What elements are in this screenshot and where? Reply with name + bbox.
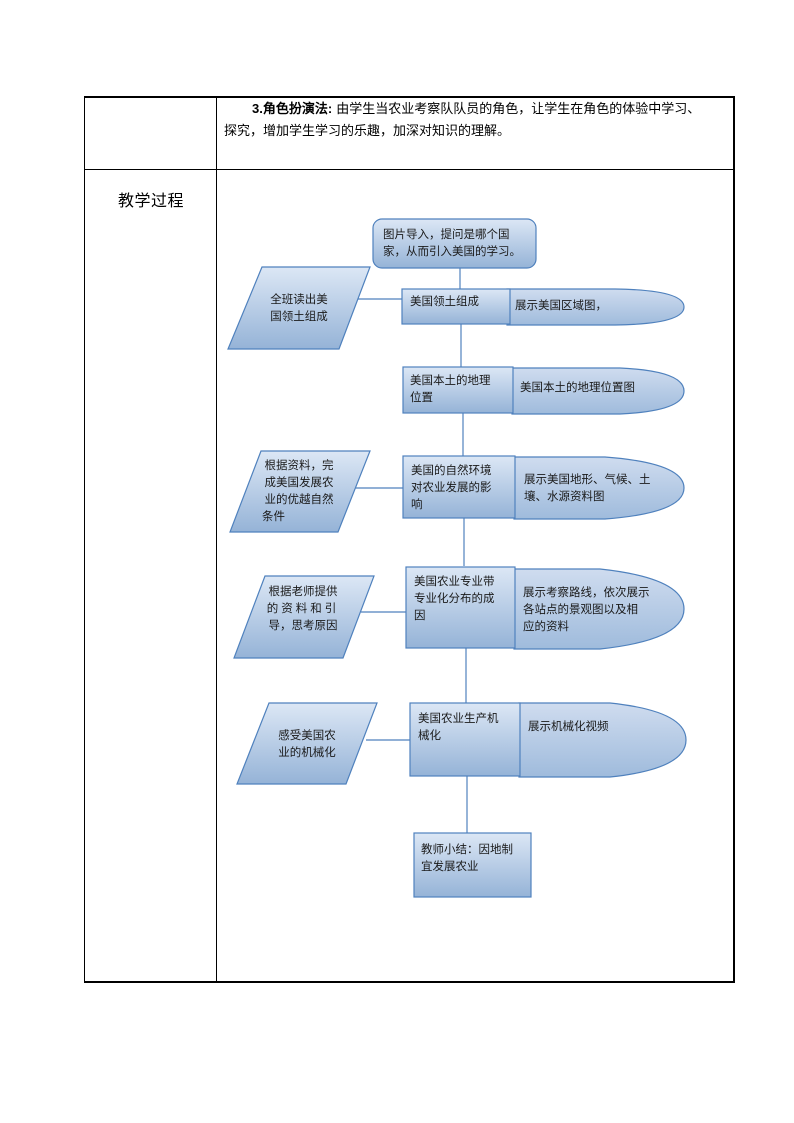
summary-box [413, 832, 532, 898]
display-shape-3 [513, 456, 685, 520]
step-4-line-2: 专业化分布的成 [414, 591, 495, 605]
step-4-text: 美国农业专业带 专业化分布的成 因 [414, 573, 516, 624]
start-box [372, 218, 537, 269]
step-box-5 [409, 702, 521, 777]
activity-2-line-4: 条件 [262, 509, 285, 523]
step-5-text: 美国农业生产机 械化 [418, 710, 520, 744]
step-1-text: 美国领土组成 [410, 293, 510, 310]
table-top-border [84, 96, 734, 98]
activity-shape-2 [229, 450, 371, 533]
activity-2-text: 根据资料，完 成美国发展农 业的优越自然 条件 [254, 457, 344, 525]
activity-2-line-1: 根据资料，完 [264, 458, 334, 472]
start-line-2: 家，从而引入美国的学习。 [383, 244, 521, 258]
summary-text: 教师小结：因地制 宜发展农业 [421, 841, 531, 875]
activity-shape-1 [227, 266, 371, 350]
step-3-text: 美国的自然环境 对农业发展的影 响 [411, 462, 515, 513]
start-text: 图片导入，提问是哪个国 家，从而引入美国的学习。 [383, 226, 533, 260]
display-shape-2 [511, 367, 685, 415]
activity-1-text: 全班读出美 国领土组成 [254, 291, 344, 325]
start-line-1: 图片导入，提问是哪个国 [383, 227, 510, 241]
display-shape-5 [518, 702, 687, 778]
activity-4-line-1: 感受美国农 [278, 728, 336, 742]
activity-3-line-3: 导，思考原因 [268, 618, 338, 632]
table-row-divider [84, 169, 734, 170]
display-3-text: 展示美国地形、气候、土 壤、水源资料图 [524, 471, 680, 505]
activity-2-line-3: 业的优越自然 [264, 492, 334, 506]
method-line-2: 探究，增加学生学习的乐趣，加深对知识的理解。 [224, 124, 511, 139]
step-2-text: 美国本土的地理 位置 [410, 372, 512, 406]
table-bottom-border [84, 981, 734, 983]
display-5-line-1: 展示机械化视频 [528, 719, 609, 733]
display-4-line-3: 应的资料 [523, 619, 569, 633]
step-box-4 [405, 566, 516, 649]
display-5-text: 展示机械化视频 [528, 718, 678, 735]
display-1-text: 展示美国区域图， [515, 297, 675, 314]
step-2-line-1: 美国本土的地理 [410, 373, 491, 387]
display-shape-4 [513, 568, 685, 650]
display-3-line-2: 壤、水源资料图 [524, 489, 605, 503]
display-2-line-1: 美国本土的地理位置图 [520, 380, 635, 394]
display-shape-1 [506, 288, 685, 326]
step-3-line-2: 对农业发展的影 [411, 480, 492, 494]
table-left-border [84, 96, 85, 983]
activity-3-line-1: 根据老师提供 [268, 584, 338, 598]
activity-4-text: 感受美国农 业的机械化 [262, 727, 352, 761]
summary-line-2: 宜发展农业 [421, 859, 479, 873]
summary-line-1: 教师小结：因地制 [421, 842, 513, 856]
activity-shape-4 [236, 702, 378, 785]
step-3-line-3: 响 [411, 497, 423, 511]
step-1-line-1: 美国领土组成 [410, 294, 479, 308]
step-box-3 [402, 455, 516, 519]
display-3-line-1: 展示美国地形、气候、土 [524, 472, 651, 486]
activity-2-line-2: 成美国发展农 [264, 475, 334, 489]
table-right-border [733, 96, 735, 983]
display-2-text: 美国本土的地理位置图 [520, 379, 680, 396]
step-5-line-1: 美国农业生产机 [418, 711, 499, 725]
role-play-method-text: 3.角色扮演法: 由学生当农业考察队队员的角色，让学生在角色的体验中学习、 探究… [224, 98, 729, 143]
display-4-text: 展示考察路线，依次展示 各站点的景观图以及相 应的资料 [523, 584, 679, 635]
activity-shape-3 [233, 575, 375, 659]
method-lead: 3.角色扮演法: [252, 101, 333, 116]
activity-1-line-2: 国领土组成 [270, 309, 328, 323]
activity-3-line-2: 的资料和引 [266, 601, 340, 615]
activity-1-line-1: 全班读出美 [270, 292, 328, 306]
teaching-process-label: 教学过程 [118, 191, 185, 210]
step-box-2 [402, 366, 514, 414]
display-4-line-1: 展示考察路线，依次展示 [523, 585, 650, 599]
display-1-line-1: 展示美国区域图， [515, 298, 607, 312]
display-4-line-2: 各站点的景观图以及相 [523, 602, 638, 616]
step-3-line-1: 美国的自然环境 [411, 463, 492, 477]
step-box-1 [401, 288, 511, 325]
activity-3-text: 根据老师提供 的资料和引 导，思考原因 [258, 583, 348, 634]
step-5-line-2: 械化 [418, 728, 441, 742]
method-line-1: 由学生当农业考察队队员的角色，让学生在角色的体验中学习、 [332, 102, 701, 117]
step-4-line-1: 美国农业专业带 [414, 574, 495, 588]
step-4-line-3: 因 [414, 608, 426, 622]
step-2-line-2: 位置 [410, 390, 433, 404]
table-column-divider [216, 96, 217, 983]
activity-4-line-2: 业的机械化 [278, 745, 336, 759]
